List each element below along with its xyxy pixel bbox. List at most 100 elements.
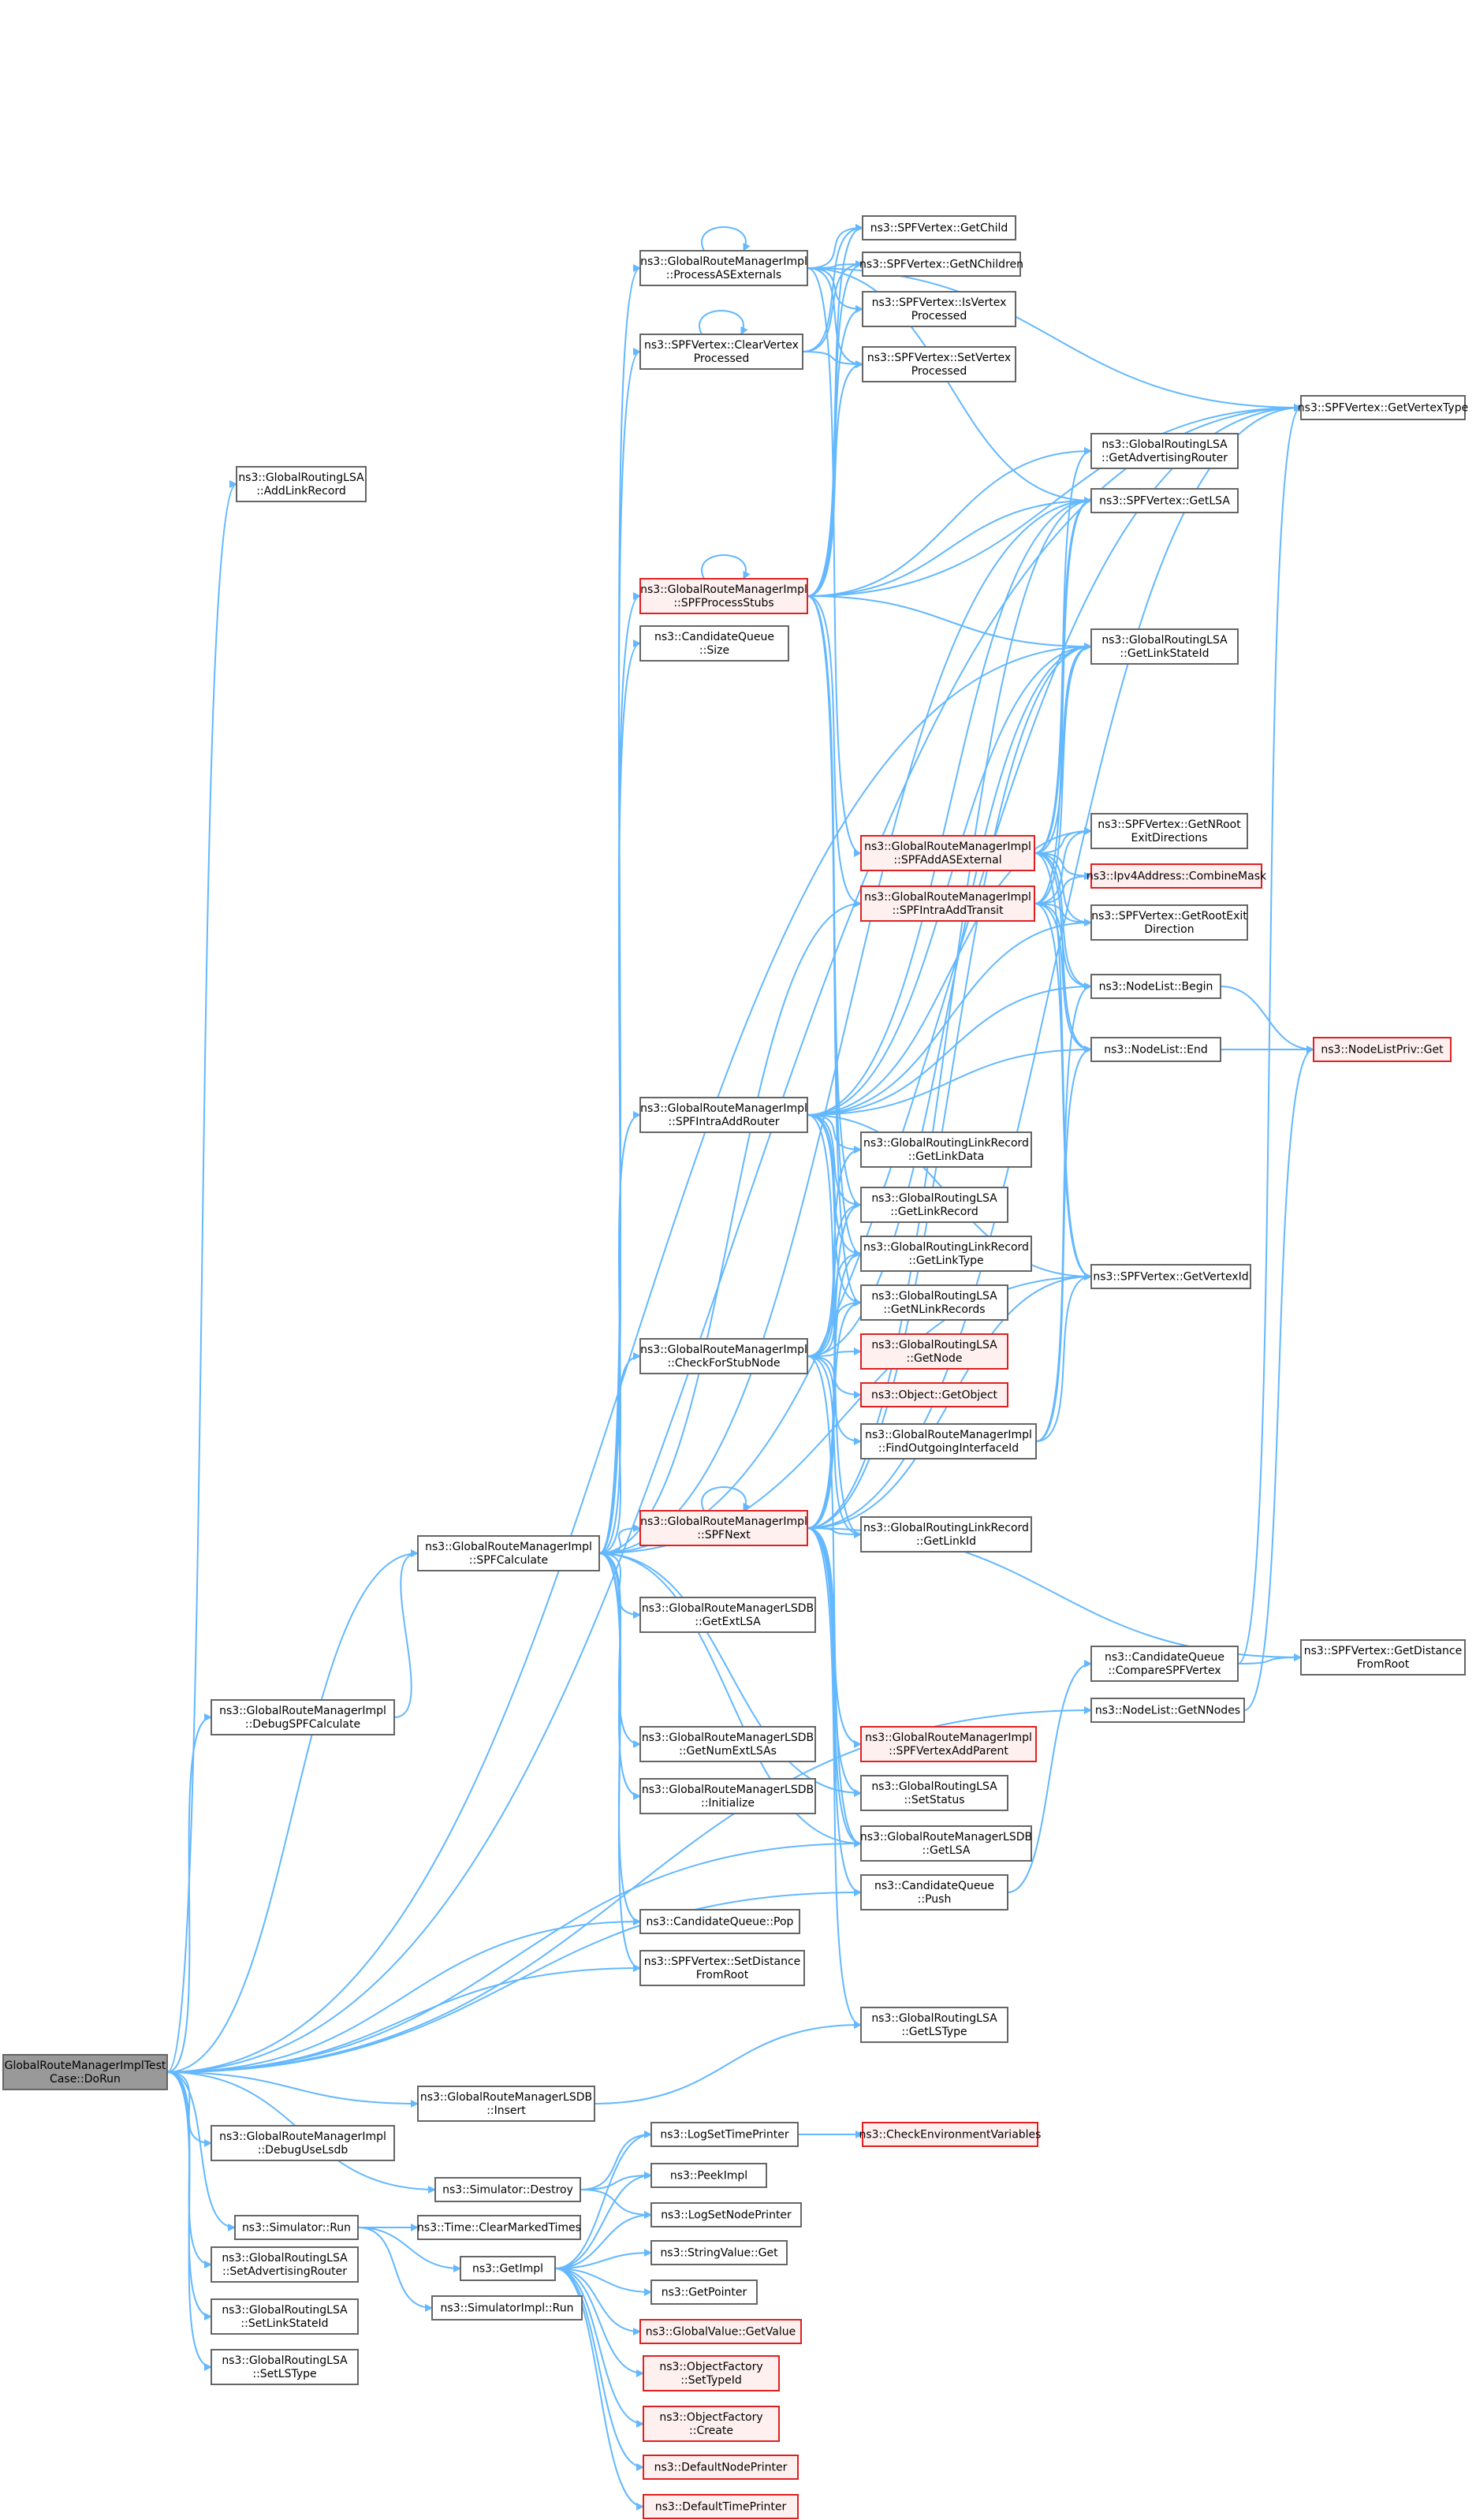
node-ofSetTypeId[interactable]: ns3::ObjectFactory::SetTypeId [643, 2355, 780, 2391]
node-peekImpl[interactable]: ns3::PeekImpl [650, 2163, 767, 2188]
node-lsaSetStatus[interactable]: ns3::GlobalRoutingLSA::SetStatus [860, 1775, 1008, 1811]
node-checkEnv[interactable]: ns3::CheckEnvironmentVariables [859, 2122, 1042, 2147]
node-lsaGetLinkRecord[interactable]: ns3::GlobalRoutingLSA::GetLinkRecord [860, 1187, 1008, 1223]
node-label: ::ProcessASExternals [666, 269, 781, 281]
node-getAdvRouter[interactable]: ns3::GlobalRoutingLSA::GetAdvertisingRou… [1090, 433, 1239, 469]
node-label: ns3::Ipv4Address::CombineMask [1086, 870, 1267, 883]
node-label: ns3::GlobalRoutingLinkRecord [863, 1522, 1029, 1534]
node-getNChildren[interactable]: ns3::SPFVertex::GetNChildren [859, 252, 1023, 277]
node-label: ns3::NodeList::GetNNodes [1095, 1705, 1240, 1717]
node-lsdbInsert[interactable]: ns3::GlobalRouteManagerLSDB::Insert [417, 2086, 595, 2122]
node-glrGetLinkType[interactable]: ns3::GlobalRoutingLinkRecord::GetLinkTyp… [860, 1236, 1032, 1272]
node-label: ns3::SPFVertex::GetVertexType [1298, 402, 1468, 415]
node-spfCalc[interactable]: ns3::GlobalRouteManagerImpl::SPFCalculat… [417, 1535, 600, 1571]
node-processStubs[interactable]: ns3::GlobalRouteManagerImpl::SPFProcessS… [639, 578, 808, 614]
node-logSetNode[interactable]: ns3::LogSetNodePrinter [650, 2202, 802, 2227]
node-lsdbGetLSA[interactable]: ns3::GlobalRouteManagerLSDB::GetLSA [860, 1825, 1032, 1862]
node-lsaGetLSType[interactable]: ns3::GlobalRoutingLSA::GetLSType [860, 2007, 1008, 2043]
node-cqCompare[interactable]: ns3::CandidateQueue::CompareSPFVertex [1090, 1646, 1239, 1682]
node-getNumExt[interactable]: ns3::GlobalRouteManagerLSDB::GetNumExtLS… [639, 1726, 816, 1762]
node-defNodePrinter[interactable]: ns3::DefaultNodePrinter [643, 2455, 799, 2480]
node-simImplRun[interactable]: ns3::SimulatorImpl::Run [431, 2295, 583, 2321]
node-getVertexType[interactable]: ns3::SPFVertex::GetVertexType [1298, 395, 1468, 420]
node-findOutIf[interactable]: ns3::GlobalRouteManagerImpl::FindOutgoin… [860, 1423, 1037, 1459]
node-processAS[interactable]: ns3::GlobalRouteManagerImpl::ProcessASEx… [639, 250, 808, 286]
node-gvGetValue[interactable]: ns3::GlobalValue::GetValue [639, 2319, 802, 2344]
node-setLSType[interactable]: ns3::GlobalRoutingLSA::SetLSType [211, 2349, 359, 2385]
node-label: ::SetStatus [904, 1794, 964, 1806]
node-clearMarked[interactable]: ns3::Time::ClearMarkedTimes [417, 2215, 581, 2240]
node-label: ns3::GlobalRoutingLinkRecord [863, 1241, 1029, 1254]
node-label: ns3::GlobalRouteManagerImpl [640, 255, 807, 268]
node-setLinkStateId[interactable]: ns3::GlobalRoutingLSA::SetLinkStateId [211, 2298, 359, 2335]
node-cqSize[interactable]: ns3::CandidateQueue::Size [639, 625, 789, 662]
node-glrGetLinkId[interactable]: ns3::GlobalRoutingLinkRecord::GetLinkId [860, 1516, 1032, 1553]
node-label: ns3::SPFVertex::GetNRoot [1098, 818, 1241, 831]
node-getChild[interactable]: ns3::SPFVertex::GetChild [862, 215, 1016, 240]
node-glrGetLinkData[interactable]: ns3::GlobalRoutingLinkRecord::GetLinkDat… [860, 1131, 1032, 1168]
node-cqPush[interactable]: ns3::CandidateQueue::Push [860, 1874, 1008, 1911]
node-getExtLSA[interactable]: ns3::GlobalRouteManagerLSDB::GetExtLSA [639, 1597, 816, 1633]
node-getObject[interactable]: ns3::Object::GetObject [860, 1382, 1008, 1407]
node-spfVAddParent[interactable]: ns3::GlobalRouteManagerImpl::SPFVertexAd… [860, 1726, 1037, 1762]
node-logSetTime[interactable]: ns3::LogSetTimePrinter [650, 2122, 799, 2147]
node-getLinkStateId[interactable]: ns3::GlobalRoutingLSA::GetLinkStateId [1090, 628, 1239, 665]
node-box [650, 2122, 799, 2147]
node-spfNext[interactable]: ns3::GlobalRouteManagerImpl::SPFNext [639, 1510, 808, 1546]
node-box [860, 1333, 1008, 1370]
node-addLinkRecord[interactable]: ns3::GlobalRoutingLSA::AddLinkRecord [236, 466, 367, 502]
node-cqPop[interactable]: ns3::CandidateQueue::Pop [639, 1909, 800, 1934]
edge-processStubs-to-processStubs [701, 554, 751, 580]
node-nlBegin[interactable]: ns3::NodeList::Begin [1090, 974, 1221, 999]
edge-getImpl-to-getPointer [554, 2268, 652, 2296]
node-nlPrivGet[interactable]: ns3::NodeListPriv::Get [1313, 1037, 1452, 1062]
node-nlGetNNodes[interactable]: ns3::NodeList::GetNNodes [1090, 1698, 1245, 1723]
node-addASExt[interactable]: ns3::GlobalRouteManagerImpl::SPFAddASExt… [860, 835, 1035, 871]
node-getImpl[interactable]: ns3::GetImpl [460, 2256, 556, 2281]
node-setAdvRouter[interactable]: ns3::GlobalRoutingLSA::SetAdvertisingRou… [211, 2246, 359, 2283]
node-box [860, 1726, 1037, 1762]
edge-getImpl-to-ofCreate [554, 2268, 644, 2428]
node-label: ns3::StringValue::Get [660, 2247, 778, 2260]
node-debugSPF[interactable]: ns3::GlobalRouteManagerImpl::DebugSPFCal… [211, 1699, 395, 1735]
node-lsaGetNLinkRecords[interactable]: ns3::GlobalRoutingLSA::GetNLinkRecords [860, 1284, 1008, 1321]
node-box [434, 2177, 581, 2202]
node-simRun[interactable]: ns3::Simulator::Run [234, 2215, 359, 2240]
node-label: ns3::GlobalRoutingLSA [238, 472, 364, 484]
node-label: ::GetAdvertisingRouter [1101, 452, 1228, 464]
node-label: ::GetLinkRecord [890, 1206, 978, 1218]
edge-root-to-spfCalc [166, 1549, 419, 2073]
node-combineMask[interactable]: ns3::Ipv4Address::CombineMask [1086, 863, 1267, 889]
node-lsaGetNode[interactable]: ns3::GlobalRoutingLSA::GetNode [860, 1333, 1008, 1370]
node-intraAddRouter[interactable]: ns3::GlobalRouteManagerImpl::SPFIntraAdd… [639, 1097, 808, 1133]
node-getPointer[interactable]: ns3::GetPointer [650, 2280, 758, 2305]
node-label: ns3::GlobalRoutingLSA [1101, 634, 1228, 647]
edge-getImpl-to-defTimePrinter [554, 2268, 644, 2511]
node-box [417, 2086, 595, 2122]
node-intraAddTransit[interactable]: ns3::GlobalRouteManagerImpl::SPFIntraAdd… [860, 885, 1035, 922]
edge-spfNext-to-lsaGetNLinkRecords [807, 1299, 862, 1529]
node-nlEnd[interactable]: ns3::NodeList::End [1090, 1037, 1221, 1062]
node-checkStub[interactable]: ns3::GlobalRouteManagerImpl::CheckForStu… [639, 1338, 808, 1374]
node-getVertexId[interactable]: ns3::SPFVertex::GetVertexId [1090, 1264, 1251, 1289]
node-ofCreate[interactable]: ns3::ObjectFactory::Create [643, 2406, 780, 2442]
node-label: ::CompareSPFVertex [1108, 1664, 1221, 1677]
node-vGetLSA[interactable]: ns3::SPFVertex::GetLSA [1090, 488, 1239, 513]
node-initialize[interactable]: ns3::GlobalRouteManagerLSDB::Initialize [639, 1778, 816, 1814]
node-simDestroy[interactable]: ns3::Simulator::Destroy [434, 2177, 581, 2202]
node-strValGet[interactable]: ns3::StringValue::Get [650, 2240, 788, 2265]
node-label: ::GetLSType [901, 2026, 967, 2038]
node-defTimePrinter[interactable]: ns3::DefaultTimePrinter [643, 2494, 799, 2519]
edge-processAS-to-processAS [701, 226, 751, 252]
node-label: ns3::GlobalRouteManagerLSDB [642, 1602, 814, 1615]
node-debugUseLsdb[interactable]: ns3::GlobalRouteManagerImpl::DebugUseLsd… [211, 2125, 395, 2161]
edge-root-to-setDist [166, 1964, 641, 2073]
